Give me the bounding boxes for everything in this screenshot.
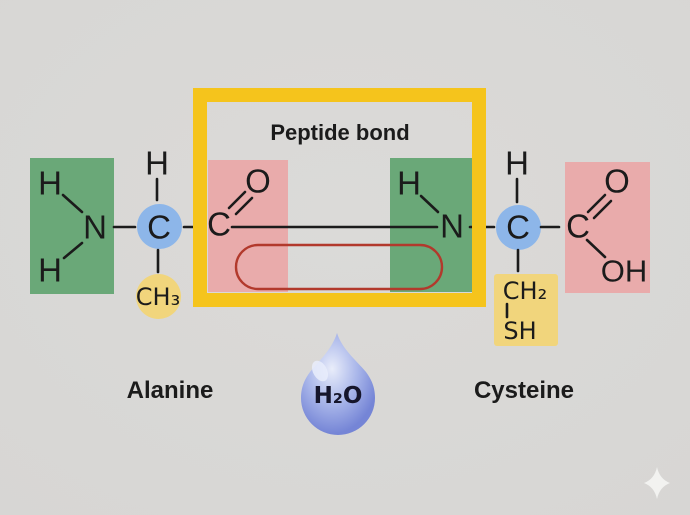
cysteine-oh: OH: [600, 253, 648, 289]
bond-ala-co-double-2: [234, 196, 254, 216]
bond-lines: [61, 177, 613, 319]
peptide-h: H: [397, 164, 421, 202]
cysteine-carboxyl-highlight: [565, 162, 650, 293]
alanine-ch3: CH₃: [135, 283, 181, 311]
bond-cys-c-oh: [585, 238, 607, 259]
cysteine-h-top: H: [505, 144, 529, 182]
alanine-h-lower: H: [38, 251, 62, 289]
peptide-n: N: [440, 207, 464, 245]
cysteine-alpha-carbon-circle: [496, 205, 541, 250]
cysteine-alpha-c: C: [506, 208, 530, 246]
cysteine-sh: SH: [503, 317, 537, 345]
alanine-h-upper: H: [38, 164, 62, 202]
alanine-alpha-c: C: [147, 208, 171, 246]
water-droplet: [301, 333, 375, 435]
alanine-h-top: H: [145, 144, 169, 182]
cysteine-label: Cysteine: [473, 377, 575, 404]
bond-pep-h-n: [419, 194, 440, 214]
cysteine-o: O: [604, 162, 630, 200]
alanine-amine-highlight: [30, 158, 114, 294]
alanine-carbonyl-c: C: [207, 205, 231, 243]
bond-cys-co-double-1: [586, 193, 607, 214]
peptide-amine-highlight: [390, 158, 472, 292]
water-label: H₂O: [313, 383, 363, 409]
peptide-bond-oval-outline: [234, 243, 444, 291]
bond-ala-n-hlower: [62, 241, 84, 260]
alanine-n: N: [83, 208, 107, 246]
cysteine-side-chain-highlight: [494, 274, 558, 346]
bond-cys-co-double-2: [592, 199, 613, 220]
bond-ala-co-double-1: [227, 190, 247, 210]
bond-ala-hupper-n: [61, 193, 84, 214]
cysteine-ch2: CH₂: [502, 277, 548, 305]
droplet-highlight: [311, 360, 329, 382]
alanine-side-chain-circle: [136, 274, 181, 319]
peptide-bond-frame: [193, 88, 486, 307]
cysteine-carboxyl-c: C: [566, 207, 590, 245]
alanine-o: O: [245, 162, 271, 200]
alanine-label: Alanine: [126, 377, 214, 404]
sparkle-icon: [644, 467, 670, 499]
peptide-bond-title: Peptide bond: [270, 120, 410, 145]
alanine-alpha-carbon-circle: [137, 204, 182, 249]
